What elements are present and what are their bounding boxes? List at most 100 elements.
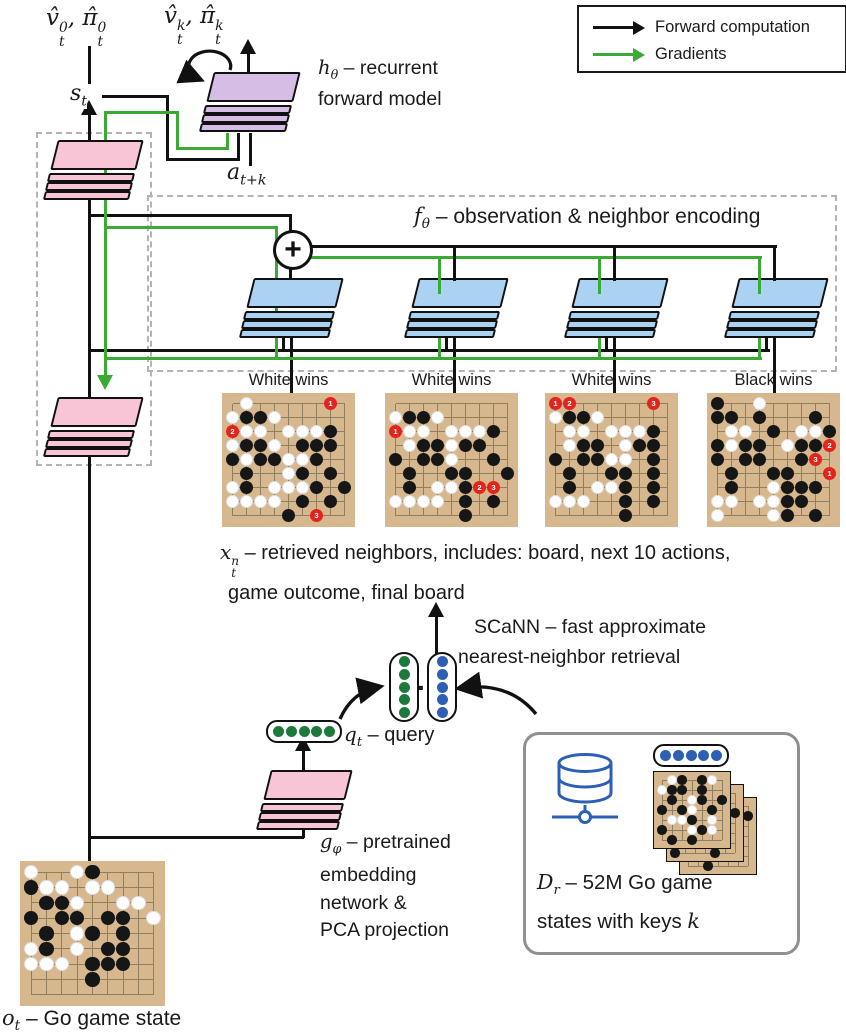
forward-wire [435, 616, 438, 664]
white-stone [267, 480, 282, 495]
black-stone [100, 910, 115, 926]
board-1-outcome-label: White wins [248, 371, 329, 389]
white-stone [548, 410, 563, 425]
white-stone [69, 941, 85, 956]
white-stone [416, 424, 431, 439]
black-stone [677, 805, 687, 815]
black-stone [239, 466, 254, 481]
vector-dot [285, 726, 297, 737]
black-stone [670, 848, 680, 858]
black-stone [337, 480, 352, 495]
black-stone [430, 452, 445, 467]
white-stone [576, 494, 591, 509]
white-stone [225, 494, 240, 509]
black-stone [416, 410, 431, 425]
red-move-stone: 1 [822, 466, 837, 481]
dataset-board-1 [653, 771, 731, 849]
white-stone [604, 480, 619, 495]
forward-wire [289, 264, 292, 280]
black-stone [309, 438, 324, 453]
forward-wire [605, 337, 608, 351]
gradient-wire [758, 256, 761, 294]
white-stone [724, 424, 739, 439]
black-stone [780, 494, 795, 509]
forward-wire [88, 457, 91, 863]
forward-arrowhead-icon [240, 39, 256, 54]
sum-aggregation-node: + [273, 230, 313, 270]
vector-dot [273, 726, 285, 737]
gradient-arrowhead-icon [97, 375, 113, 390]
black-stone [738, 452, 753, 467]
white-stone [562, 424, 577, 439]
forward-wire [88, 114, 91, 142]
black-stone [267, 452, 282, 467]
black-stone [646, 480, 661, 495]
white-stone [458, 424, 473, 439]
white-stone [402, 424, 417, 439]
white-stone [54, 956, 70, 972]
black-stone [618, 480, 633, 495]
white-stone [752, 396, 767, 411]
forward-wire [445, 337, 448, 351]
vector-dot [685, 750, 697, 761]
white-stone [69, 865, 85, 880]
vector-dot [436, 681, 448, 693]
black-stone [710, 410, 725, 425]
forward-wire [453, 337, 456, 394]
black-stone [646, 466, 661, 481]
white-stone [590, 480, 605, 495]
white-stone [239, 494, 254, 509]
white-stone [444, 438, 459, 453]
black-stone [562, 480, 577, 495]
red-move-stone: 3 [486, 480, 501, 495]
gradient-wire [598, 256, 601, 294]
f-theta-label: fθ – observation & neighbor encoding [414, 204, 761, 233]
white-stone [295, 480, 310, 495]
database-icon [552, 753, 618, 824]
white-stone [253, 424, 268, 439]
forward-wire [453, 245, 456, 281]
white-stone [281, 466, 296, 481]
white-stone [146, 910, 161, 926]
black-stone [576, 410, 591, 425]
dataset-label: Dr – 52M Go game states with keys k [537, 870, 713, 934]
red-move-stone: 2 [472, 480, 487, 495]
white-stone [295, 424, 310, 439]
gradient-arrow-icon [593, 53, 633, 56]
red-move-stone: 2 [822, 438, 837, 453]
white-stone [225, 438, 240, 453]
white-stone [444, 452, 459, 467]
forward-wire [249, 133, 252, 166]
black-stone [604, 466, 619, 481]
black-stone [39, 926, 54, 941]
black-stone [697, 825, 707, 835]
black-stone [646, 438, 661, 453]
action-atk-label: at+k [227, 160, 267, 189]
white-stone [766, 494, 781, 509]
gradient-wire [176, 147, 229, 150]
black-stone [646, 452, 661, 467]
gradient-wire [758, 337, 761, 358]
forward-wire [102, 95, 166, 98]
red-move-stone: 3 [808, 452, 823, 467]
white-stone [388, 494, 403, 509]
legend-gradients-label: Gradients [655, 45, 727, 63]
black-stone [239, 410, 254, 425]
white-stone [100, 880, 115, 895]
forward-wire [166, 95, 169, 161]
red-move-stone: 1 [388, 424, 403, 439]
state-encoder-group-box [36, 132, 152, 466]
white-stone [430, 480, 445, 495]
white-stone [794, 424, 809, 439]
black-stone [115, 941, 131, 956]
black-stone [766, 424, 781, 439]
forward-arrowhead-icon [428, 602, 444, 617]
red-move-stone: 3 [646, 396, 661, 411]
black-stone [576, 452, 591, 467]
black-stone [794, 480, 809, 495]
black-stone [794, 494, 809, 509]
forward-wire [88, 198, 91, 398]
white-stone [687, 825, 697, 835]
